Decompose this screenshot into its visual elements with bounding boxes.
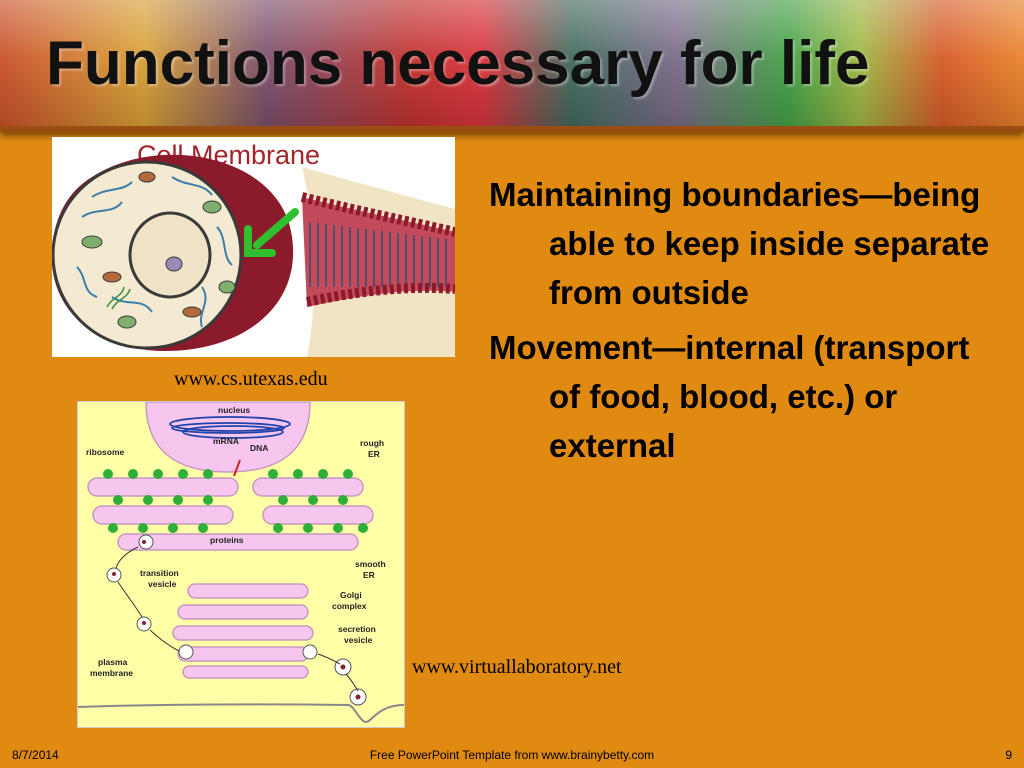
label-golgi-2: complex bbox=[332, 601, 367, 611]
bullet-movement: Movement—internal (transport of food, bl… bbox=[489, 329, 970, 464]
secretion-diagram-caption: www.virtuallaboratory.net bbox=[412, 656, 622, 678]
cell-membrane-illustration: Cell Membrane bbox=[52, 137, 455, 357]
label-ribosome: ribosome bbox=[86, 447, 125, 457]
secretion-pathway-diagram: nucleus mRNA DNA ribosome rough ER prote… bbox=[77, 401, 405, 728]
label-transition-2: vesicle bbox=[148, 579, 177, 589]
label-smooth-er-1: smooth bbox=[355, 559, 386, 569]
cell-membrane-caption: www.cs.utexas.edu bbox=[174, 368, 328, 390]
bullet-maintaining-boundaries: Maintaining boundaries—being able to kee… bbox=[489, 176, 990, 311]
label-smooth-er-2: ER bbox=[363, 570, 375, 580]
label-golgi-1: Golgi bbox=[340, 590, 362, 600]
label-proteins: proteins bbox=[210, 535, 244, 545]
label-plasma-2: membrane bbox=[90, 668, 133, 678]
footer-credit: Free PowerPoint Template from www.brainy… bbox=[369, 748, 655, 762]
label-transition-1: transition bbox=[140, 568, 179, 578]
label-rough-er-2: ER bbox=[368, 449, 380, 459]
label-plasma-1: plasma bbox=[98, 657, 128, 667]
footer-date: 8/7/2014 bbox=[12, 748, 59, 762]
label-rough-er-1: rough bbox=[360, 438, 384, 448]
footer-page-number: 9 bbox=[1005, 748, 1012, 762]
label-nucleus: nucleus bbox=[218, 405, 250, 415]
slide-title: Functions necessary for life bbox=[46, 29, 870, 98]
label-mrna: mRNA bbox=[213, 436, 239, 446]
title-bar-edge bbox=[0, 126, 1024, 132]
label-secretion-1: secretion bbox=[338, 624, 376, 634]
label-secretion-2: vesicle bbox=[344, 635, 373, 645]
cell-membrane-image: Cell Membrane bbox=[52, 137, 455, 357]
title-bar bbox=[0, 0, 1024, 132]
label-dna: DNA bbox=[250, 443, 268, 453]
secretion-pathway-illustration: nucleus mRNA DNA ribosome rough ER prote… bbox=[78, 402, 404, 727]
bullet-list: Maintaining boundaries—being able to kee… bbox=[489, 170, 1009, 476]
